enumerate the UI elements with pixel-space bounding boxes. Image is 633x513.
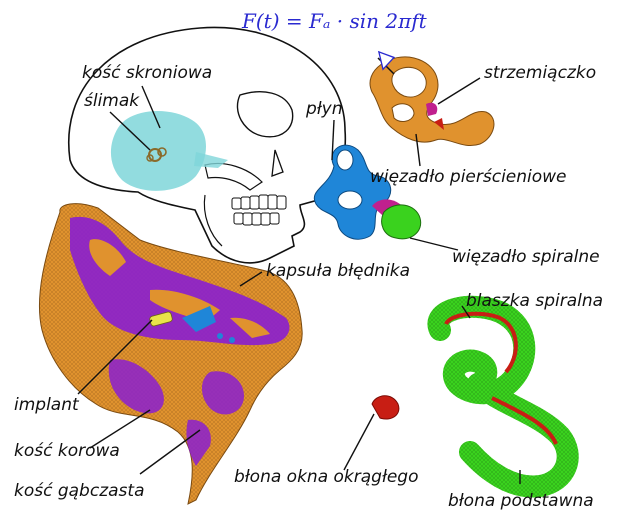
label-implant: implant <box>14 395 80 415</box>
label-round-window: błona okna okrągłego <box>234 467 419 487</box>
round-window-shape <box>372 396 399 419</box>
label-temporal-bone: kość skroniowa <box>82 63 212 83</box>
label-fluid: płyn <box>305 99 343 119</box>
label-cancellous-bone: kość gąbczasta <box>14 481 144 501</box>
stapes-model <box>370 57 494 146</box>
label-cortical-bone: kość korowa <box>14 441 120 461</box>
stapes-ligament <box>426 103 437 116</box>
label-basilar-membrane: błona podstawna <box>448 491 594 511</box>
label-spiral-lamina: blaszka spiralna <box>466 291 603 311</box>
formula-label: F(t) = Fₐ · sin 2πft <box>241 9 428 33</box>
label-stapes: strzemiączko <box>484 63 596 83</box>
label-spiral-ligament: więzadło spiralne <box>452 247 600 267</box>
label-annular-ligament: więzadło pierścieniowe <box>370 167 567 187</box>
spiral-model <box>372 307 568 487</box>
label-labyrinth-capsule: kapsuła błędnika <box>266 261 410 281</box>
label-cochlea: ślimak <box>84 91 140 111</box>
